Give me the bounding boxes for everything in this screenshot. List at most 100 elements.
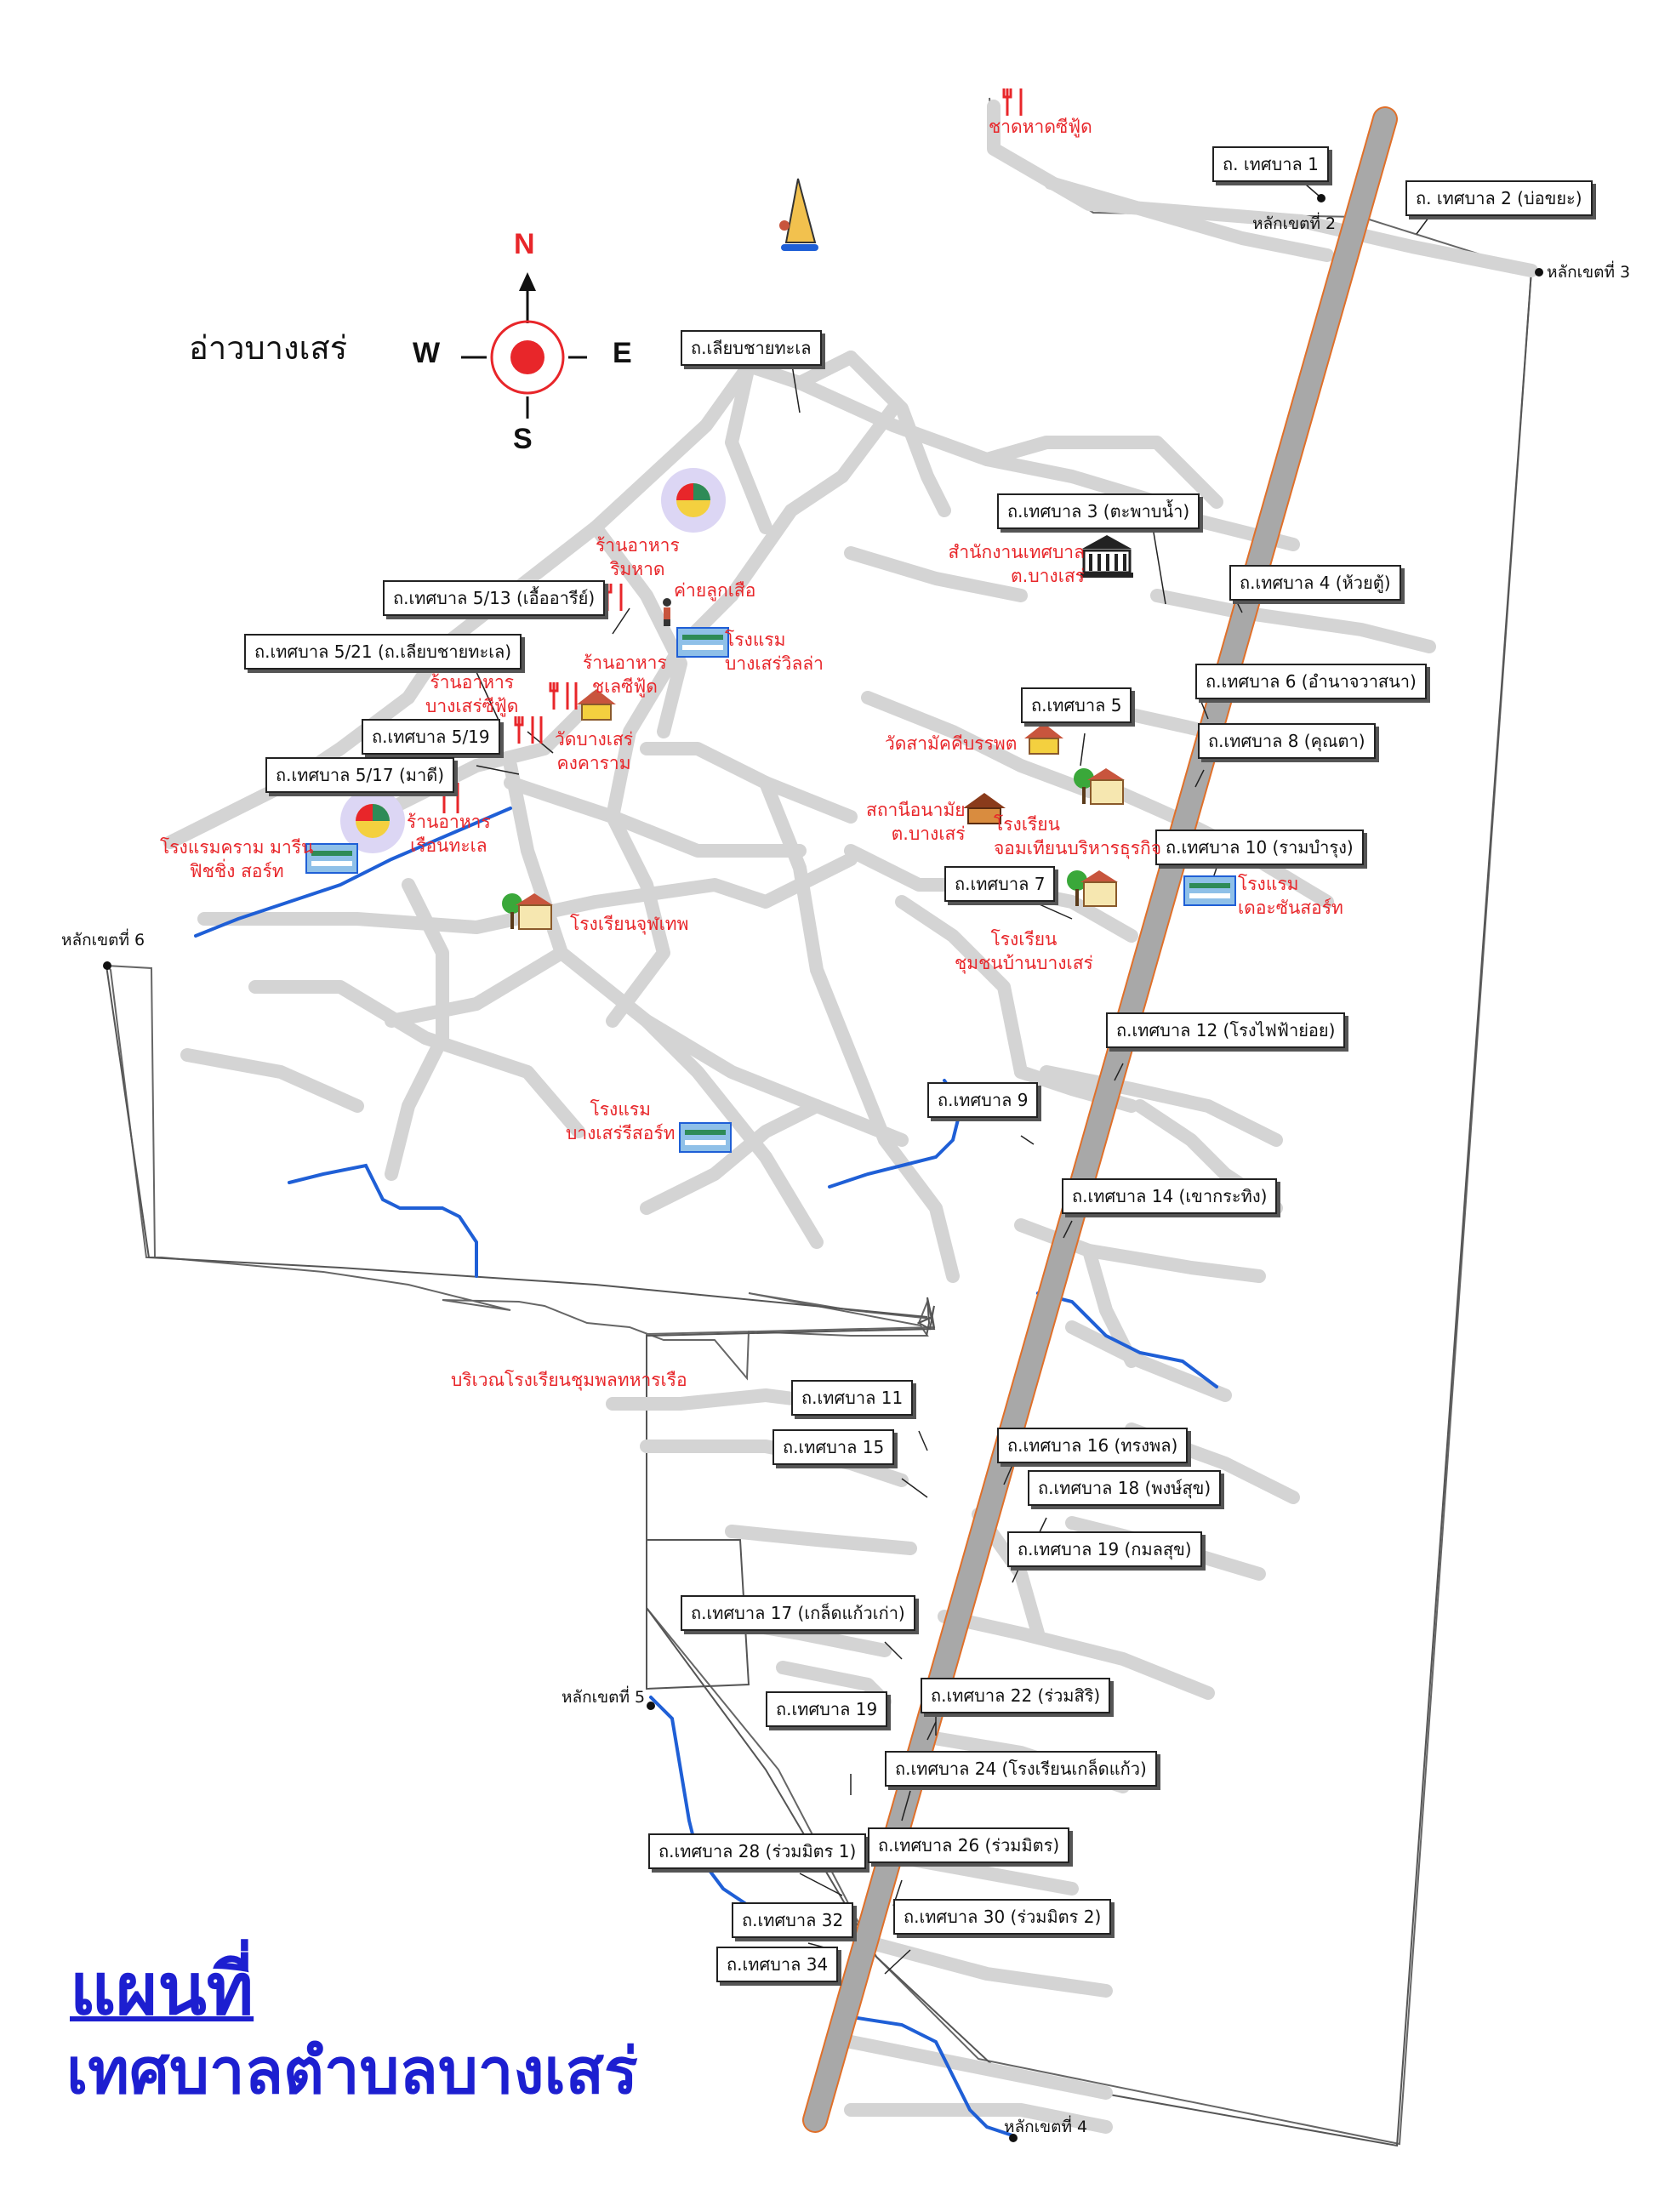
compass-west: W [413, 337, 441, 369]
school-icon [500, 887, 555, 938]
place-chalae-seafood: ร้านอาหาร ชเลซีฟู้ด [583, 651, 667, 698]
place-line: ร้านอาหาร [430, 672, 515, 693]
place-line: ร้านอาหาร [596, 535, 680, 556]
place-wat-bangsaray: วัดบางเสร่ คงคาราม [555, 727, 633, 775]
road-label-24: ถ.เทศบาล 24 (โรงเรียนเกล็ดแก้ว) [885, 1751, 1157, 1787]
boundary-post-4: หลักเขตที่ 4 [1004, 2118, 1088, 2136]
place-bangsaray-resort: โรงแรม บางเสร่รีสอร์ท [566, 1097, 675, 1145]
place-municipal-office: สำนักงานเทศบาล ต.บางเสร่ [934, 540, 1085, 588]
road-label-1: ถ. เทศบาล 1 [1212, 146, 1329, 182]
road-label-5-17: ถ.เทศบาล 5/17 (มาดี) [265, 757, 454, 793]
beach-umbrella-icon [339, 787, 407, 858]
road-label-28: ถ.เทศบาล 28 (ร่วมมิตร 1) [648, 1833, 867, 1869]
place-line: ริมหาด [610, 559, 665, 579]
road-label-14: ถ.เทศบาล 14 (เขากระทิง) [1062, 1178, 1278, 1214]
road-label-17: ถ.เทศบาล 17 (เกล็ดแก้วเก่า) [681, 1595, 915, 1631]
health-station-icon [961, 791, 1007, 830]
restaurant-icon [602, 582, 628, 616]
road-label-7: ถ.เทศบาล 7 [944, 866, 1056, 902]
place-line: ต.บางเสร่ [1011, 566, 1085, 586]
road-label-12: ถ.เทศบาล 12 (โรงไฟฟ้าย่อย) [1106, 1012, 1346, 1048]
map-title: แผนที่ [70, 1947, 254, 2031]
municipal-office-icon [1079, 532, 1135, 583]
place-school-chumchon: โรงเรียน ชุมชนบ้านบางเสร่ [955, 927, 1093, 975]
road-label-4: ถ.เทศบาล 4 (ห้วยตู้) [1229, 565, 1401, 601]
boundary-dots [103, 194, 1543, 2142]
road-label-26: ถ.เทศบาล 26 (ร่วมมิตร) [868, 1827, 1070, 1863]
restaurant-icon [514, 715, 548, 749]
place-line: ร้านอาหาร [583, 653, 667, 673]
place-line: ร้านอาหาร [407, 812, 491, 832]
place-line: เดอะซันสอร์ท [1238, 898, 1343, 918]
compass-rose-icon [461, 272, 592, 419]
temple-icon [575, 687, 618, 727]
place-line: โรงแรมคราม มารีน [160, 837, 314, 858]
scout-icon [658, 597, 676, 631]
place-school-chuthep: โรงเรียนจุฬเทพ [570, 914, 689, 934]
road-label-18: ถ.เทศบาล 18 (พงษ์สุข) [1028, 1470, 1222, 1506]
place-navy-school-area: บริเวณโรงเรียนชุมพลทหารเรือ [451, 1370, 687, 1390]
road-label-3: ถ.เทศบาล 3 (ตะพาบน้ำ) [997, 493, 1200, 529]
road-label-10: ถ.เทศบาล 10 (รามบำรุง) [1155, 830, 1364, 865]
place-line: จอมเทียนบริหารธุรกิจ [994, 838, 1162, 858]
compass-north: N [514, 228, 535, 260]
compass-south: S [513, 423, 533, 455]
road-label-6: ถ.เทศบาล 6 (อำนาจวาสนา) [1195, 664, 1427, 699]
place-line: โรงแรม [590, 1099, 651, 1120]
restaurant-icon [549, 681, 583, 715]
place-bangsaray-seafood: ร้านอาหาร บางเสร่ซีฟู้ด [425, 670, 518, 718]
compass-east: E [613, 337, 632, 369]
hotel-icon [674, 619, 732, 665]
place-school-chom: โรงเรียน จอมเทียนบริหารธุรกิจ [994, 812, 1161, 860]
hotel-icon [303, 835, 361, 881]
place-marina-hotel: โรงแรมคราม มารีน ฟิชชิ่ง สอร์ท [160, 835, 313, 883]
beach-umbrella-icon [659, 466, 727, 538]
road-label-5: ถ.เทศบาล 5 [1021, 687, 1132, 723]
place-chad-seafood: ชาดหาดซีฟู้ด [989, 117, 1092, 137]
school-icon [1072, 761, 1126, 812]
windsurfer-icon [772, 174, 824, 271]
map-subtitle: เทศบาลตำบลบางเสร่ [66, 2035, 638, 2108]
place-line: โรงเรียน [990, 929, 1058, 949]
school-icon [1065, 864, 1120, 915]
place-wat-samakkhi: วัดสามัคคีบรรพต [885, 733, 1018, 754]
road-label-5-19: ถ.เทศบาล 5/19 [362, 719, 500, 755]
road-label-2: ถ. เทศบาล 2 (บ่อขยะ) [1405, 180, 1593, 216]
hotel-icon [676, 1115, 734, 1160]
place-line: โรงเรียน [994, 814, 1060, 835]
road-label-seaside: ถ.เลียบชายทะเล [681, 330, 822, 366]
road-label-9: ถ.เทศบาล 9 [927, 1082, 1039, 1118]
place-line: ฟิชชิ่ง สอร์ท [189, 861, 284, 881]
road-label-5-21: ถ.เทศบาล 5/21 (ถ.เลียบชายทะเล) [244, 634, 522, 670]
road-label-15: ถ.เทศบาล 15 [772, 1429, 895, 1465]
place-line: สำนักงานเทศบาล [948, 542, 1085, 562]
place-reuan-talay: ร้านอาหาร เรือนทะเล [407, 810, 491, 858]
place-line: บางเสร่ซีฟู้ด [425, 696, 519, 716]
place-line: เรือนทะเล [410, 835, 487, 856]
place-health-station: สถานีอนามัย ต.บางเสร่ [866, 798, 966, 846]
place-the-sun-hotel: โรงแรม เดอะซันสอร์ท [1238, 872, 1343, 920]
main-highway [802, 106, 1398, 2133]
boundary-post-3: หลักเขตที่ 3 [1547, 263, 1631, 282]
bay-label: อ่าวบางเสร่ [189, 329, 348, 367]
place-line: โรงแรม [1238, 874, 1299, 894]
road-label-19-west: ถ.เทศบาล 19 [766, 1691, 888, 1727]
road-label-30: ถ.เทศบาล 30 (ร่วมมิตร 2) [893, 1899, 1112, 1935]
road-label-19-east: ถ.เทศบาล 19 (กมลสุข) [1007, 1531, 1202, 1567]
place-line: โรงแรม [725, 630, 786, 650]
road-label-5-13: ถ.เทศบาล 5/13 (เอื้ออารีย์) [383, 580, 606, 616]
place-bangsaray-villa: โรงแรม บางเสร่วิลล่า [725, 628, 824, 676]
local-roads [163, 100, 1538, 2134]
place-line: สถานีอนามัย [866, 800, 966, 820]
place-scout-camp: ค่ายลูกเสือ [674, 580, 756, 601]
place-line: บางเสร่รีสอร์ท [566, 1123, 676, 1143]
boundary-west [105, 965, 928, 1318]
road-label-22: ถ.เทศบาล 22 (ร่วมสิริ) [921, 1678, 1111, 1713]
boundary-post-5: หลักเขตที่ 5 [562, 1688, 646, 1707]
compass [408, 230, 592, 451]
road-label-11: ถ.เทศบาล 11 [791, 1380, 914, 1416]
temple-icon [1023, 721, 1065, 761]
road-label-8: ถ.เทศบาล 8 (คุณตา) [1198, 723, 1376, 759]
place-line: คงคาราม [556, 753, 631, 773]
place-line: ต.บางเสร่ [891, 824, 966, 844]
